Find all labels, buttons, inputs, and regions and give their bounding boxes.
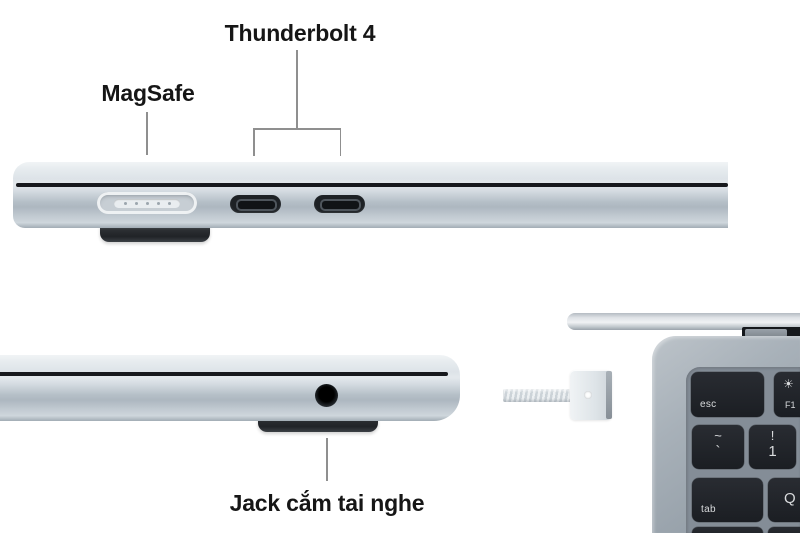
- macbook-left-side-view: [13, 162, 728, 228]
- key-tab-label: tab: [701, 504, 716, 515]
- thunderbolt-label: Thunderbolt 4: [224, 20, 376, 46]
- magsafe-label: MagSafe: [101, 80, 195, 106]
- key-esc-label: esc: [700, 399, 717, 410]
- key-tab: tab: [692, 478, 763, 522]
- key-q-label: Q: [784, 490, 796, 507]
- thunderbolt-port-1: [230, 195, 281, 213]
- thunderbolt-callout-drop-right: [339, 128, 341, 156]
- thunderbolt-callout-stem: [296, 50, 298, 129]
- headphone-jack-port: [315, 384, 338, 407]
- key-1-label: 1: [768, 443, 777, 460]
- thunderbolt-port-2: [314, 195, 365, 213]
- key-f1: ☀ F1: [774, 372, 800, 417]
- hinge-insert: [745, 329, 787, 337]
- brightness-icon: ☀: [783, 377, 794, 391]
- key-capslock-partial: [692, 527, 763, 533]
- key-backtick-shift-label: ~: [714, 428, 722, 443]
- magsafe-connector-magnetic-face: [606, 371, 612, 419]
- key-f1-label: F1: [785, 400, 796, 410]
- key-backtick-label: `: [715, 443, 721, 460]
- laptop-lid-edge: [567, 313, 800, 330]
- key-esc: esc: [691, 372, 764, 417]
- key-a-partial: [768, 527, 800, 533]
- magsafe-cable: [503, 389, 572, 402]
- magsafe-callout-line: [146, 112, 148, 155]
- magsafe-port: [97, 192, 197, 214]
- headphone-callout-line: [326, 438, 328, 481]
- laptop-rubber-foot: [100, 224, 210, 242]
- macbook-right-side-view: [0, 355, 460, 421]
- key-backtick: ~ `: [692, 425, 744, 469]
- key-1: ! 1: [749, 425, 796, 469]
- lid-body-seam: [0, 372, 448, 376]
- thunderbolt-callout-bracket: [253, 128, 341, 130]
- magsafe-led-indicator: [584, 391, 592, 399]
- key-1-shift-label: !: [770, 428, 775, 443]
- key-q: Q: [768, 478, 800, 522]
- headphone-jack-label: Jack cắm tai nghe: [229, 490, 425, 516]
- magsafe-contact-pins: [114, 199, 180, 208]
- thunderbolt-port-1-pin: [236, 199, 277, 211]
- thunderbolt-callout-drop-left: [253, 128, 255, 156]
- lid-body-seam: [16, 183, 728, 187]
- thunderbolt-port-2-pin: [320, 199, 361, 211]
